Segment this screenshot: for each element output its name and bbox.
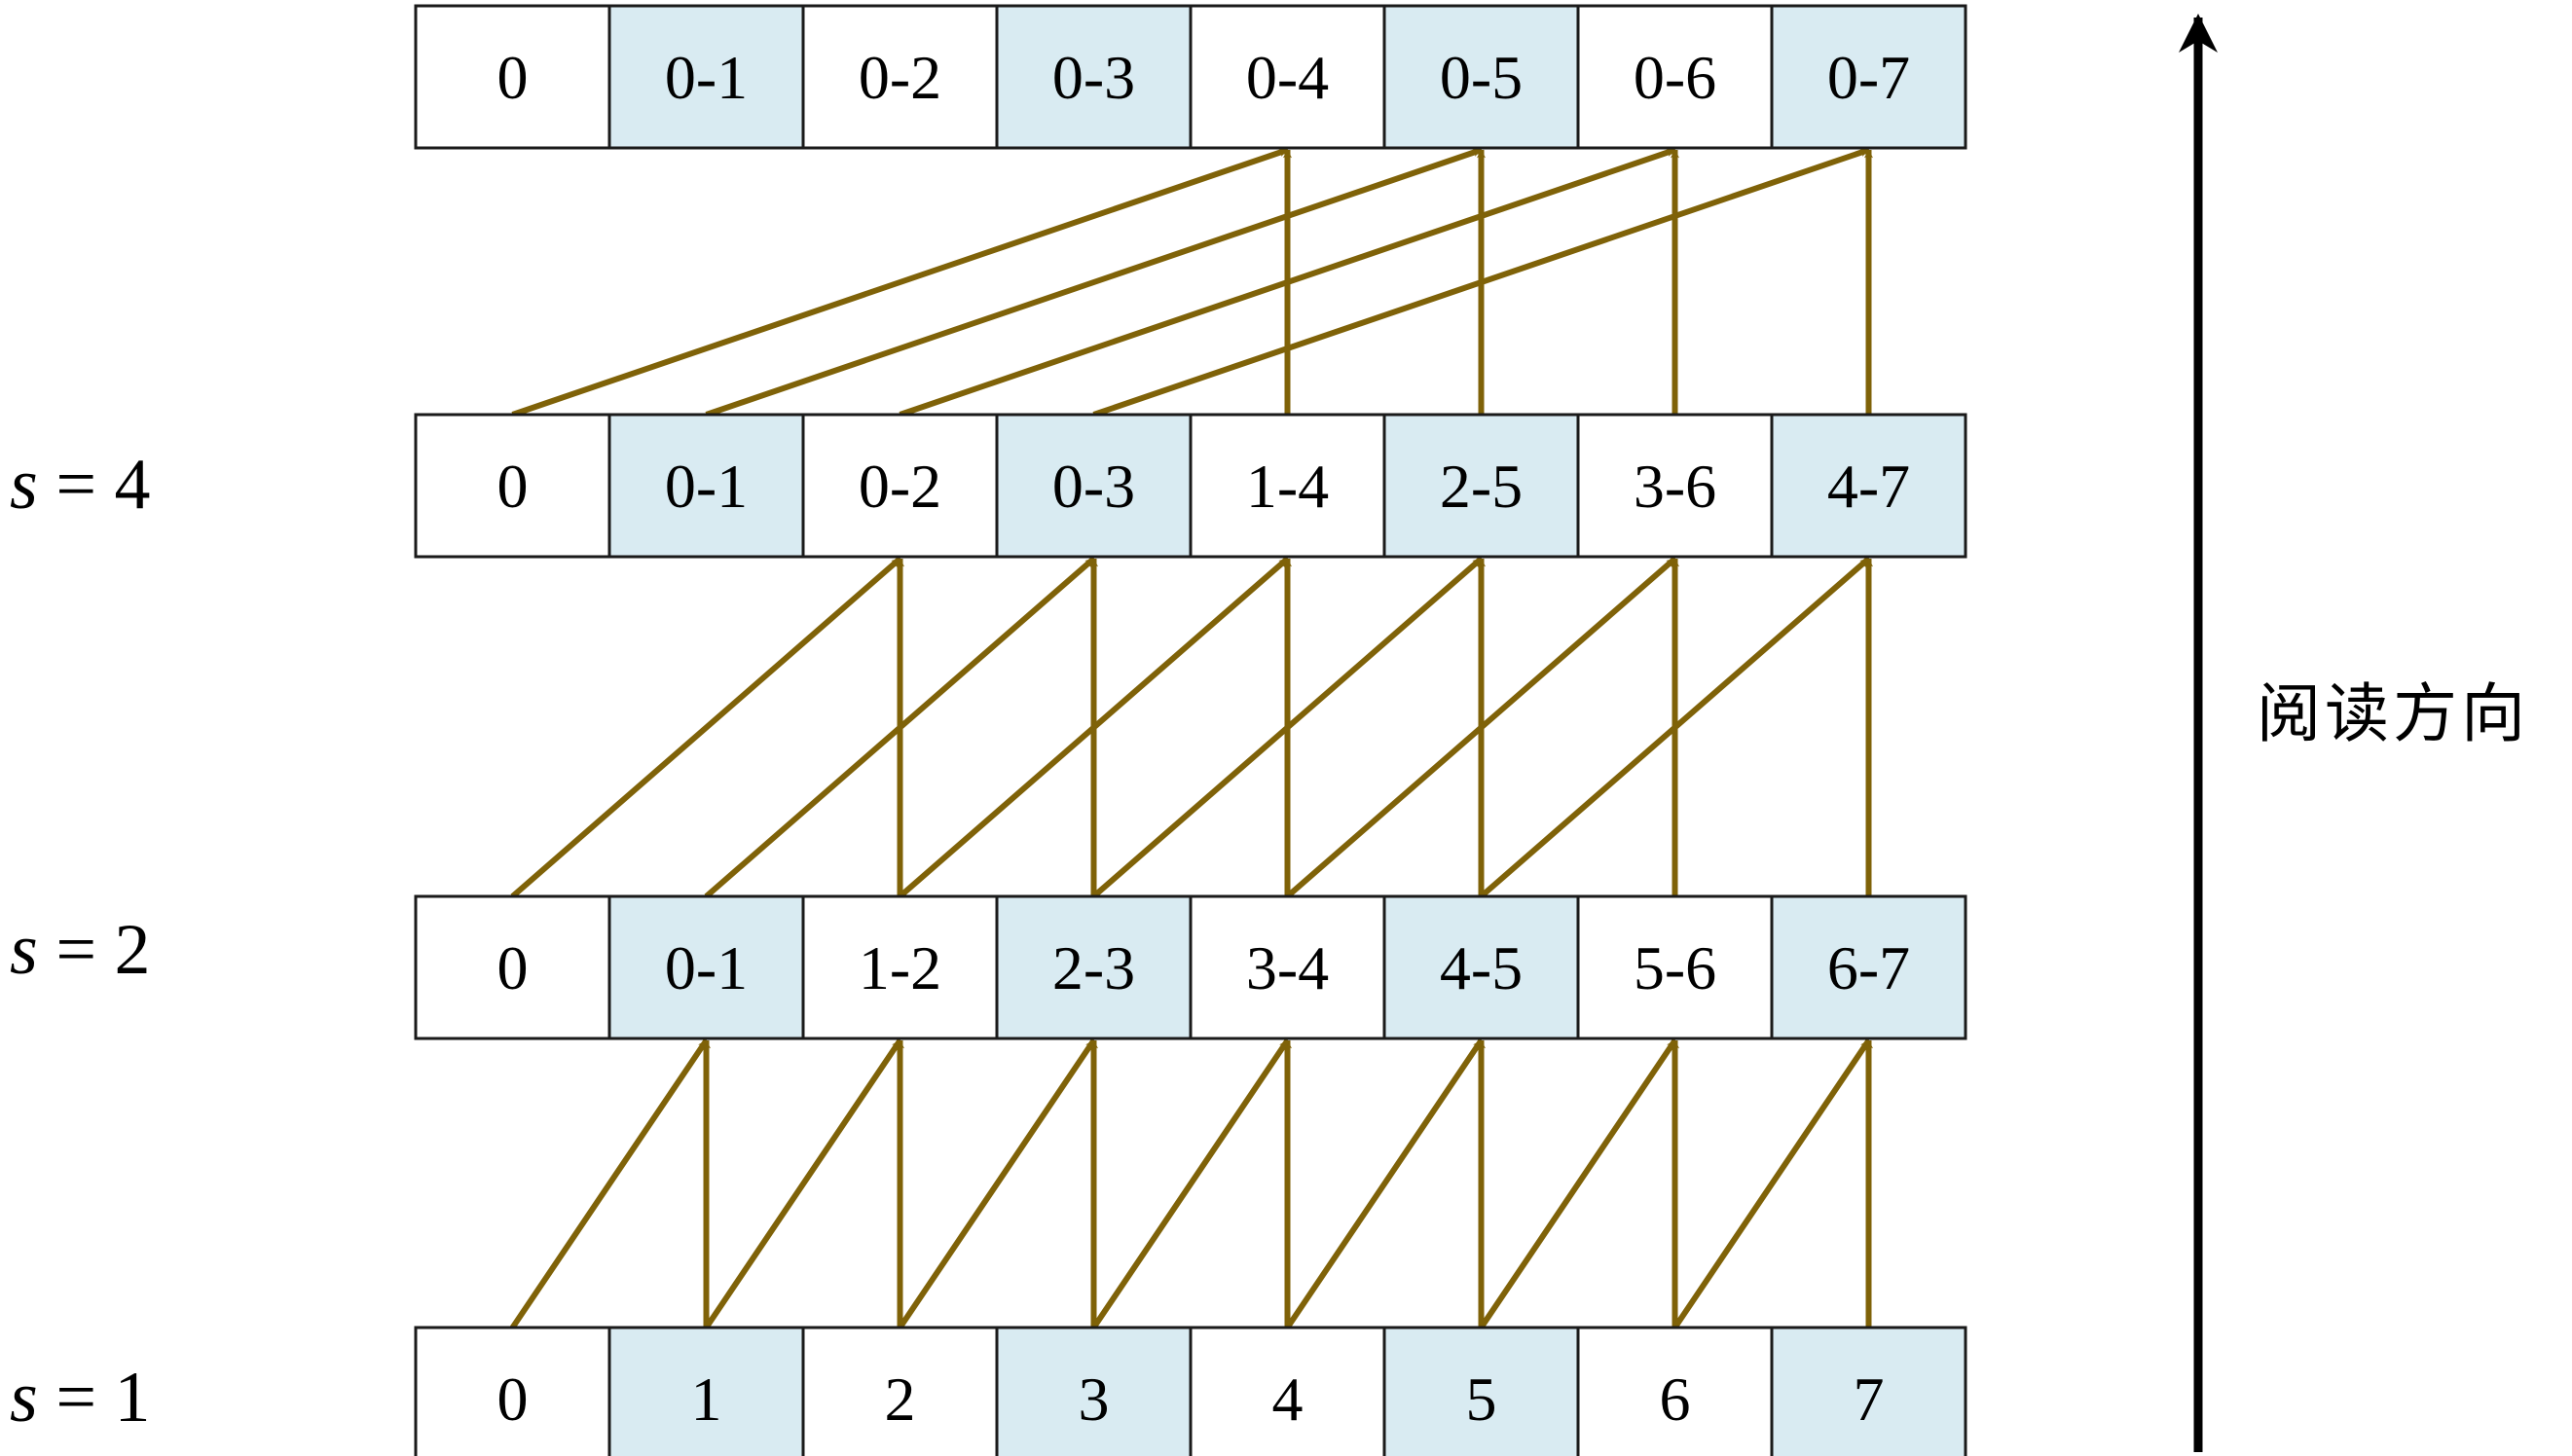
arrow-diagonal [510, 1038, 709, 1329]
cell-label: 0-1 [665, 43, 748, 112]
cell-s2-6 [1576, 894, 1774, 1040]
cell-s1-6 [1576, 1326, 1774, 1456]
cell-s4-7 [1770, 413, 1967, 559]
arrow-diagonal [898, 556, 1290, 899]
cell-label: 2-3 [1052, 933, 1135, 1002]
cell-label: 3-6 [1634, 452, 1716, 521]
row-output: 0 0-1 0-2 0-3 0-4 0-5 0-6 0-7 [414, 4, 1967, 150]
dependency-arrows [510, 147, 1873, 1329]
cell-s4-3 [995, 413, 1193, 559]
stride-labels: s = 4 s = 2 s = 1 [10, 445, 151, 1438]
cell-s4-5 [1382, 413, 1580, 559]
cell-output-2 [801, 4, 999, 150]
arrow-diagonal [705, 147, 1483, 418]
cell-label: 7 [1854, 1365, 1885, 1434]
arrows-s1-to-s2 [510, 1038, 1873, 1329]
cell-s2-2 [801, 894, 999, 1040]
cell-output-6 [1576, 4, 1774, 150]
cell-s1-4 [1189, 1326, 1386, 1456]
row-s2: 0 0-1 1-2 2-3 3-4 4-5 5-6 6-7 [414, 894, 1967, 1040]
cell-output-7 [1770, 4, 1967, 150]
cell-s1-2 [801, 1326, 999, 1456]
cell-label: 0 [497, 43, 529, 112]
cell-s2-5 [1382, 894, 1580, 1040]
cell-label: 0-5 [1440, 43, 1523, 112]
arrow-diagonal [1285, 556, 1677, 899]
arrow-diagonal [1285, 1038, 1484, 1329]
cell-label: 0-2 [859, 452, 941, 521]
arrow-diagonal [511, 147, 1289, 418]
cell-s2-1 [607, 894, 805, 1040]
cell-label: 1 [691, 1365, 722, 1434]
cell-label: 4 [1272, 1365, 1304, 1434]
arrow-diagonal [899, 147, 1676, 418]
arrows-s2-to-s4 [510, 556, 1873, 899]
cell-s1-7 [1770, 1326, 1967, 1456]
cell-label: 0 [497, 1365, 529, 1434]
cell-output-0 [414, 4, 611, 150]
cell-label: 0-1 [665, 452, 748, 521]
cell-label: 0 [497, 452, 529, 521]
cell-s2-0 [414, 894, 611, 1040]
stride-label-s2: s = 2 [10, 910, 151, 990]
cell-label: 0-2 [859, 43, 941, 112]
arrow-diagonal [1672, 1038, 1871, 1329]
array-rows: 0 0-1 0-2 0-3 0-4 0-5 0-6 0-7 0 0-1 0-2 0-3 1-4 2-5 3-… [414, 4, 1967, 1456]
cell-label: 0-6 [1634, 43, 1716, 112]
stride-label-s1: s = 1 [10, 1358, 151, 1438]
cell-label: 5 [1466, 1365, 1497, 1434]
cell-label: 0-1 [665, 933, 748, 1002]
cell-label: 3 [1079, 1365, 1110, 1434]
cell-label: 0-7 [1827, 43, 1910, 112]
row-s1: 0 1 2 3 4 5 6 7 [414, 1326, 1967, 1456]
cell-output-4 [1189, 4, 1386, 150]
cell-label: 5-6 [1634, 933, 1716, 1002]
arrow-diagonal [1479, 556, 1871, 899]
cell-label: 6-7 [1827, 933, 1910, 1002]
cell-label: 3-4 [1246, 933, 1329, 1002]
cell-label: 0 [497, 933, 529, 1002]
arrow-diagonal [1091, 556, 1484, 899]
arrow-diagonal [704, 556, 1096, 899]
arrow-diagonal [510, 556, 902, 899]
arrow-diagonal [704, 1038, 902, 1329]
cell-s2-7 [1770, 894, 1967, 1040]
cell-s4-6 [1576, 413, 1774, 559]
cell-s1-5 [1382, 1326, 1580, 1456]
cell-label: 1-4 [1246, 452, 1329, 521]
cell-label: 1-2 [859, 933, 941, 1002]
cell-s1-1 [607, 1326, 805, 1456]
arrows-s4-to-output [511, 147, 1873, 418]
stride-label-s4: s = 4 [10, 445, 151, 525]
arrow-diagonal [1091, 1038, 1290, 1329]
row-s4: 0 0-1 0-2 0-3 1-4 2-5 3-6 4-7 [414, 413, 1967, 559]
arrow-diagonal [1479, 1038, 1677, 1329]
cell-s4-4 [1189, 413, 1386, 559]
cell-label: 0-3 [1052, 452, 1135, 521]
reading-direction-label: 阅读方向 [2257, 676, 2529, 751]
cell-s4-0 [414, 413, 611, 559]
cell-label: 2 [885, 1365, 916, 1434]
cell-s4-2 [801, 413, 999, 559]
arrow-diagonal [1092, 147, 1870, 418]
cell-label: 2-5 [1440, 452, 1523, 521]
arrow-diagonal [898, 1038, 1096, 1329]
cell-label: 4-7 [1827, 452, 1910, 521]
cell-label: 4-5 [1440, 933, 1523, 1002]
cell-s2-3 [995, 894, 1193, 1040]
cell-label: 6 [1660, 1365, 1691, 1434]
cell-label: 0-4 [1246, 43, 1329, 112]
cell-label: 0-3 [1052, 43, 1135, 112]
